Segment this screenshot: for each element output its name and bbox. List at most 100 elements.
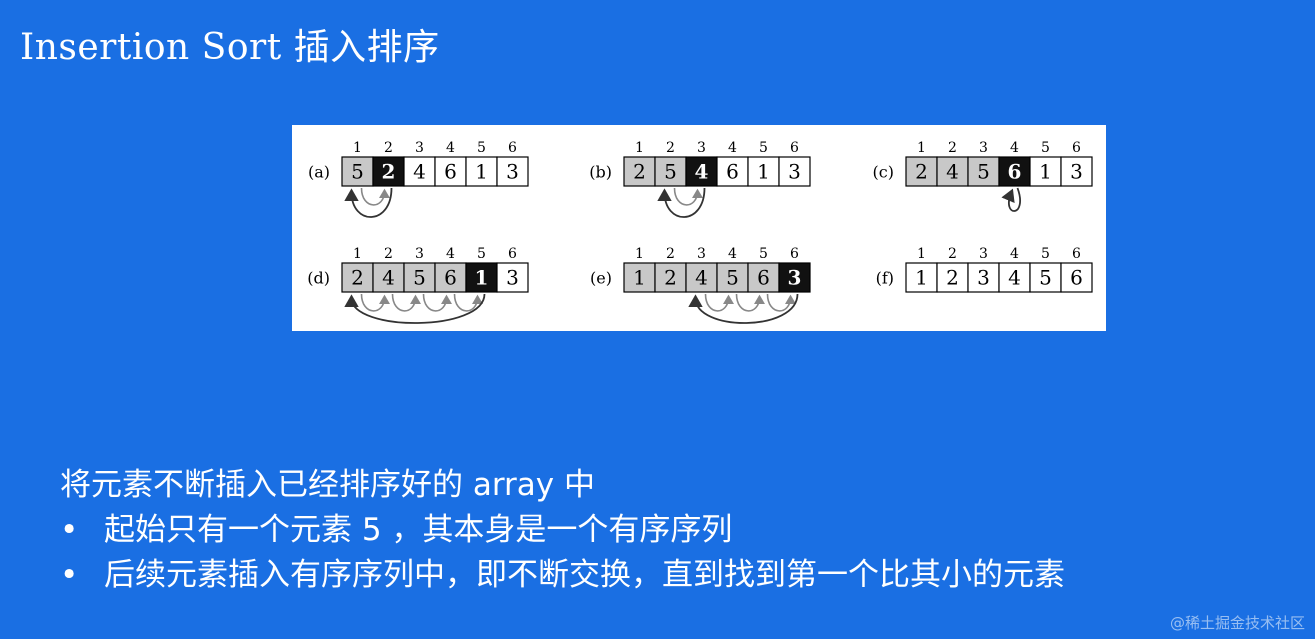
index-label: 2 bbox=[666, 140, 675, 156]
sorted-cell bbox=[905, 156, 938, 187]
index-label: 5 bbox=[477, 246, 486, 262]
index-label: 1 bbox=[353, 140, 362, 156]
cell-value: 3 bbox=[1070, 160, 1083, 184]
index-label: 5 bbox=[759, 246, 768, 262]
cell-value: 2 bbox=[633, 160, 646, 184]
index-label: 4 bbox=[446, 246, 455, 262]
note-bullet-2: • 后续元素插入有序序列中，即不断交换，直到找到第一个比其小的元素 bbox=[60, 553, 1065, 598]
array-cell bbox=[403, 156, 436, 187]
note-bullet-2-text: 后续元素插入有序序列中，即不断交换，直到找到第一个比其小的元素 bbox=[104, 557, 1065, 593]
index-label: 2 bbox=[666, 246, 675, 262]
key-arrow bbox=[657, 187, 706, 218]
cell-value: 5 bbox=[664, 160, 677, 184]
index-label: 2 bbox=[384, 140, 393, 156]
cell-value: 2 bbox=[382, 160, 396, 184]
index-label: 4 bbox=[728, 246, 737, 262]
bullet-marker: • bbox=[60, 557, 79, 593]
shift-arrow bbox=[360, 293, 391, 312]
notes: 将元素不断插入已经排序好的 array 中 • 起始只有一个元素 5 ，其本身是一… bbox=[60, 463, 1065, 598]
array-cell bbox=[1060, 262, 1093, 293]
key-arrow bbox=[344, 187, 393, 218]
sorted-cell bbox=[341, 262, 374, 293]
index-label: 6 bbox=[1072, 246, 1081, 262]
shift-arrow bbox=[453, 293, 484, 312]
shift-arrow bbox=[673, 187, 704, 206]
shift-arrow bbox=[391, 293, 422, 312]
panel-label: (d) bbox=[307, 269, 330, 288]
cell-value: 5 bbox=[726, 266, 739, 290]
panel-label: (c) bbox=[873, 163, 894, 182]
sorted-cell bbox=[623, 262, 656, 293]
cell-value: 5 bbox=[413, 266, 426, 290]
cell-value: 3 bbox=[788, 266, 802, 290]
cell-value: 2 bbox=[946, 266, 959, 290]
note-intro: 将元素不断插入已经排序好的 array 中 bbox=[60, 467, 595, 503]
panel-label: (b) bbox=[589, 163, 612, 182]
sorted-cell bbox=[341, 156, 374, 187]
cell-value: 6 bbox=[1008, 160, 1022, 184]
cell-value: 3 bbox=[977, 266, 990, 290]
index-label: 4 bbox=[446, 140, 455, 156]
array-cell bbox=[1029, 262, 1062, 293]
key-cell bbox=[685, 156, 718, 187]
index-label: 6 bbox=[1072, 140, 1081, 156]
index-label: 1 bbox=[917, 140, 926, 156]
array-cell bbox=[465, 156, 498, 187]
cell-value: 2 bbox=[915, 160, 928, 184]
cell-value: 5 bbox=[351, 160, 364, 184]
index-label: 1 bbox=[635, 140, 644, 156]
sorted-cell bbox=[685, 262, 718, 293]
index-label: 5 bbox=[477, 140, 486, 156]
cell-value: 6 bbox=[444, 266, 457, 290]
index-label: 3 bbox=[415, 246, 424, 262]
sorted-cell bbox=[623, 156, 656, 187]
bullet-marker: • bbox=[60, 512, 79, 548]
index-label: 2 bbox=[384, 246, 393, 262]
array-cell bbox=[716, 156, 749, 187]
key-cell bbox=[778, 262, 811, 293]
panel-label: (f) bbox=[876, 269, 894, 288]
shift-arrow bbox=[360, 187, 391, 206]
cell-value: 6 bbox=[1070, 266, 1083, 290]
cell-value: 1 bbox=[633, 266, 646, 290]
cell-value: 4 bbox=[946, 160, 959, 184]
note-bullet-1-text: 起始只有一个元素 5 ，其本身是一个有序序列 bbox=[104, 512, 733, 548]
index-label: 4 bbox=[728, 140, 737, 156]
index-label: 3 bbox=[415, 140, 424, 156]
array-cell bbox=[496, 262, 529, 293]
cell-value: 4 bbox=[695, 160, 709, 184]
index-label: 2 bbox=[948, 140, 957, 156]
cell-value: 4 bbox=[695, 266, 708, 290]
note-bullet-1: • 起始只有一个元素 5 ，其本身是一个有序序列 bbox=[60, 508, 1065, 553]
index-label: 1 bbox=[353, 246, 362, 262]
sorted-cell bbox=[936, 156, 969, 187]
key-arrow bbox=[688, 293, 799, 324]
key-cell bbox=[998, 156, 1031, 187]
index-label: 6 bbox=[790, 246, 799, 262]
index-label: 1 bbox=[917, 246, 926, 262]
array-cell bbox=[998, 262, 1031, 293]
key-cell bbox=[465, 262, 498, 293]
cell-value: 1 bbox=[915, 266, 928, 290]
shift-arrow bbox=[735, 293, 766, 312]
index-label: 5 bbox=[1041, 246, 1050, 262]
index-label: 5 bbox=[759, 140, 768, 156]
panel-label: (e) bbox=[590, 269, 612, 288]
sorted-cell bbox=[403, 262, 436, 293]
cell-value: 5 bbox=[977, 160, 990, 184]
index-label: 4 bbox=[1010, 246, 1019, 262]
cell-value: 5 bbox=[1039, 266, 1052, 290]
cell-value: 6 bbox=[726, 160, 739, 184]
cell-value: 1 bbox=[1039, 160, 1052, 184]
cell-value: 6 bbox=[444, 160, 457, 184]
shift-arrow bbox=[422, 293, 453, 312]
panel-label: (a) bbox=[308, 163, 330, 182]
index-label: 3 bbox=[979, 246, 988, 262]
cell-value: 1 bbox=[475, 160, 488, 184]
index-label: 2 bbox=[948, 246, 957, 262]
key-cell bbox=[372, 156, 405, 187]
index-label: 4 bbox=[1010, 140, 1019, 156]
sorted-cell bbox=[372, 262, 405, 293]
sorted-cell bbox=[434, 262, 467, 293]
sorted-cell bbox=[747, 262, 780, 293]
